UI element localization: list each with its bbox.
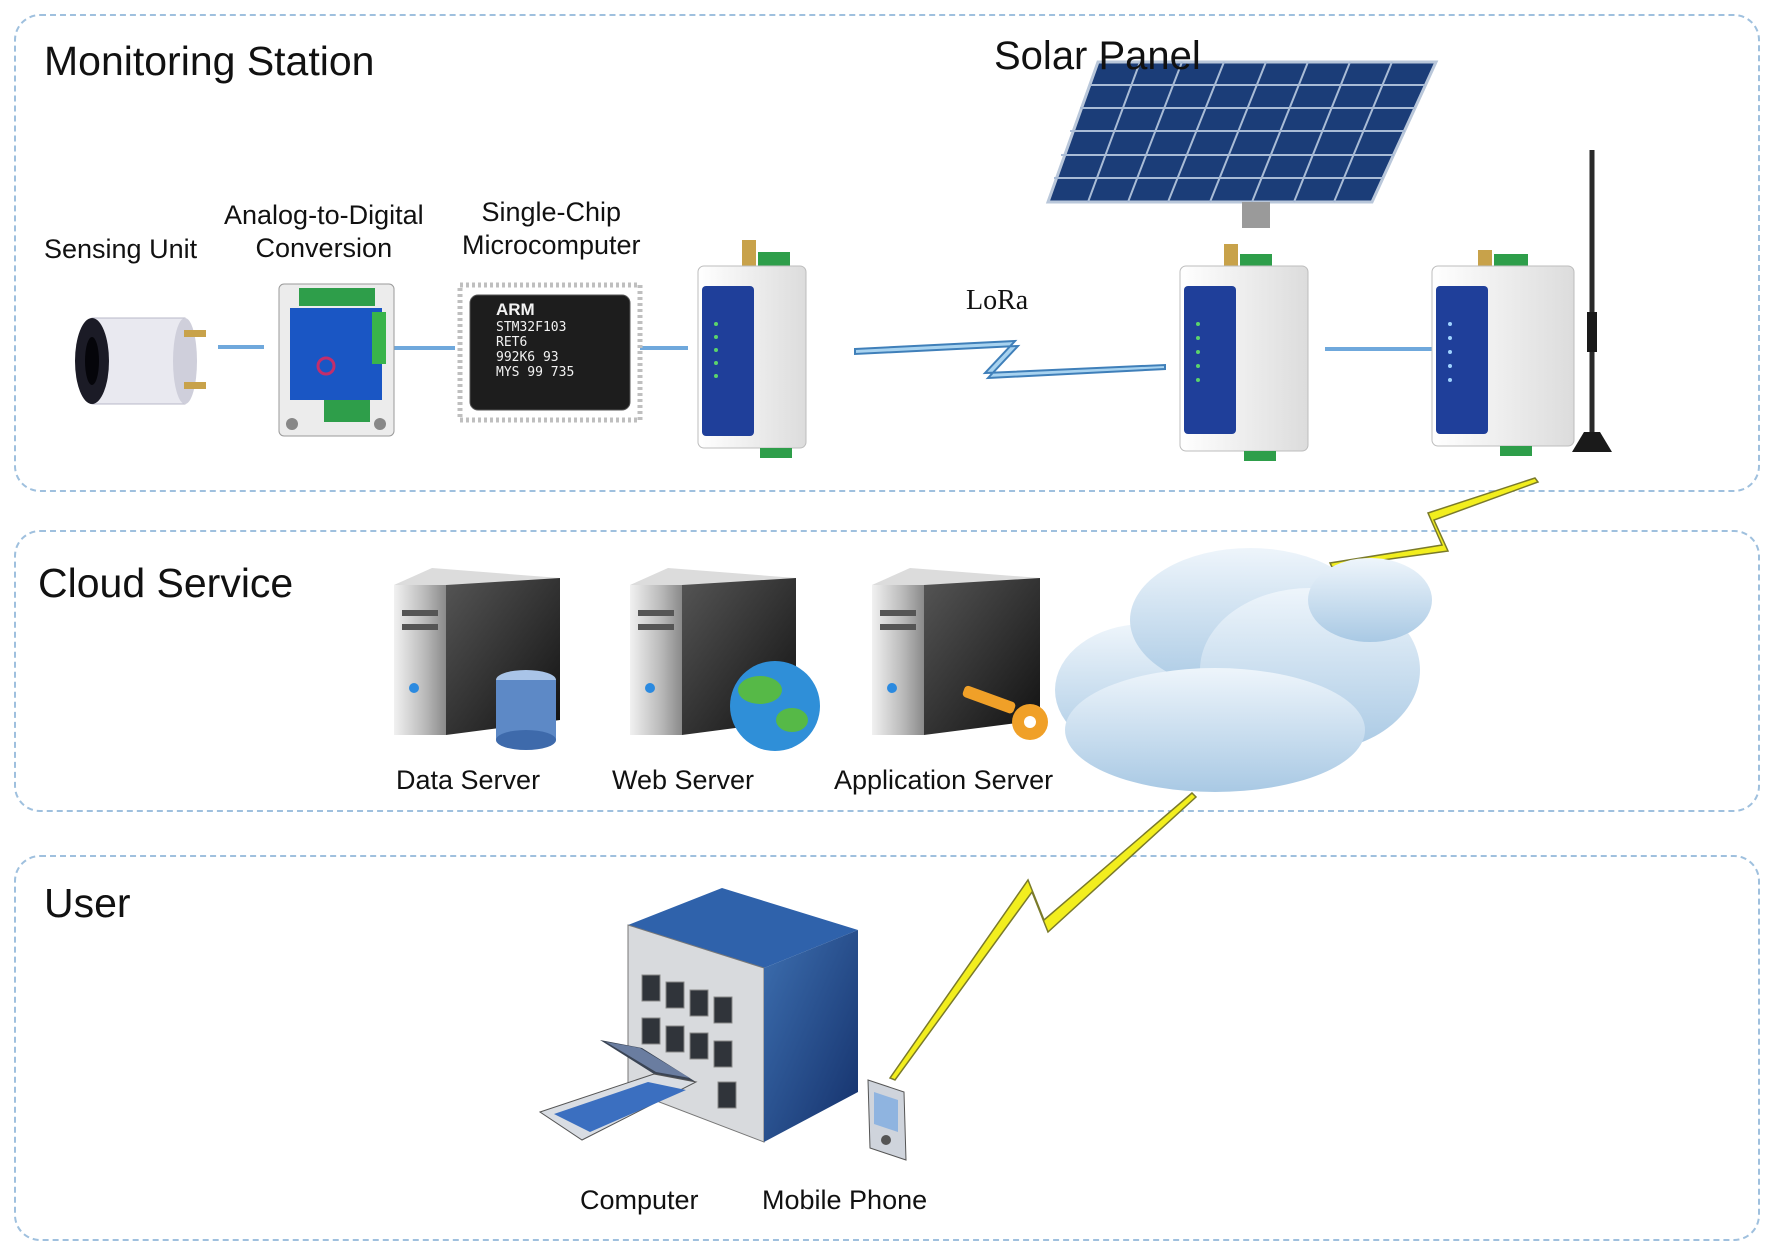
data-server-icon	[394, 568, 560, 750]
application-server-icon	[872, 568, 1048, 740]
cloud	[1055, 548, 1432, 792]
gateway-module	[1431, 150, 1612, 456]
sensing-unit	[75, 317, 206, 405]
lora-link-bolt	[854, 339, 1166, 380]
solar-panel	[1045, 60, 1439, 228]
adc-label-line2: Conversion	[255, 232, 393, 263]
application-server-label: Application Server	[834, 765, 1054, 795]
mobile-phone-label: Mobile Phone	[762, 1185, 928, 1215]
solar-panel-label: Solar Panel	[994, 34, 1201, 78]
building-icon	[627, 888, 858, 1143]
mcu-label-line1: Single-Chip	[481, 197, 622, 227]
chip-line4: MYS 99 735	[496, 365, 575, 380]
lora-label: LoRa	[966, 285, 1029, 316]
monitoring-station-title: Monitoring Station	[44, 38, 375, 84]
mcu-label: Single-Chip Microcomputer	[462, 196, 641, 262]
computer-icon	[538, 1040, 698, 1141]
user-panel	[14, 855, 1760, 1241]
chip-line1: STM32F103	[496, 320, 567, 335]
mcu-chip	[457, 282, 643, 423]
chip-markings: ARM STM32F103 RET6 992K6 93 MYS 99 735	[496, 300, 626, 380]
web-server-icon	[630, 568, 820, 751]
lora-receiver	[1179, 244, 1309, 461]
lora-transmitter	[697, 240, 807, 458]
user-title: User	[44, 880, 131, 926]
gateway-cloud-bolt	[1328, 477, 1540, 568]
data-server-label: Data Server	[396, 765, 541, 795]
chip-line3: 992K6 93	[496, 350, 559, 365]
cloud-service-panel	[14, 530, 1760, 812]
sensing-unit-label: Sensing Unit	[44, 234, 198, 264]
cloud-service-title: Cloud Service	[38, 560, 294, 606]
computer-label: Computer	[580, 1185, 699, 1215]
monitoring-station-panel	[14, 14, 1760, 492]
adc-module	[278, 283, 395, 437]
chip-brand: ARM	[496, 300, 535, 319]
chip-line2: RET6	[496, 335, 528, 350]
mobile-phone-icon	[867, 1079, 907, 1161]
web-server-label: Web Server	[612, 765, 755, 795]
cloud-phone-bolt	[888, 791, 1198, 1081]
mcu-label-line2: Microcomputer	[462, 229, 641, 260]
adc-label-line1: Analog-to-Digital	[224, 200, 424, 230]
adc-label: Analog-to-Digital Conversion	[224, 199, 424, 265]
